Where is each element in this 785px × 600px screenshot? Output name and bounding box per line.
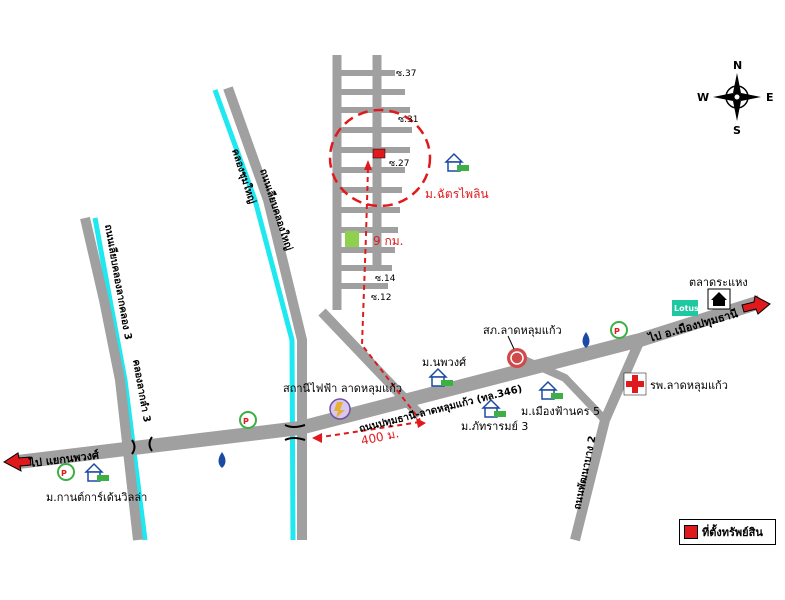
hospital-label: รพ.ลาดหลุมแก้ว <box>650 379 728 392</box>
compass-rose: N S E W <box>697 59 774 137</box>
mu-kanta-label: ม.กานต์การ์เด้นวิลล่า <box>46 491 147 504</box>
arrow-to-phuang <box>3 452 32 472</box>
canal-right <box>212 89 296 541</box>
power-station-icon <box>329 398 351 420</box>
market-icon <box>707 288 731 310</box>
mu-phatharam-label: ม.ภัทรารมย์ 3 <box>461 420 528 433</box>
property-area-circle <box>328 108 432 208</box>
gas-drop-icon <box>218 332 590 468</box>
distance-9km: 9 กม. <box>373 234 403 248</box>
bridge-right <box>284 424 306 441</box>
soi-12-label: ซ.12 <box>371 293 391 303</box>
compass-w: W <box>697 91 709 104</box>
legend-label: ที่ตั้งทรัพย์สิน <box>702 526 763 539</box>
canal-left <box>92 217 148 541</box>
compass-n: N <box>733 59 742 72</box>
soi-37-label: ซ.37 <box>396 69 416 79</box>
svg-text:P: P <box>61 469 67 478</box>
route-arrow-right <box>416 418 426 428</box>
property-marker <box>372 148 386 159</box>
route-arrow-left <box>312 433 322 443</box>
compass-e: E <box>766 91 774 104</box>
mu-chat-label: ม.ฉัตรไพลิน <box>425 187 489 201</box>
left-canal-name: คลองลากลำ 3 <box>130 358 153 423</box>
svg-text:P: P <box>614 327 620 336</box>
svg-text:P: P <box>243 417 249 426</box>
lotus-store-icon: Lotus <box>672 300 699 316</box>
soi-31-label: ซ.31 <box>398 115 418 125</box>
legend-swatch <box>684 525 698 539</box>
market-label: ตลาดระแหง <box>689 276 748 289</box>
bridge-left <box>131 436 153 455</box>
mu-mueang-label: ม.เมืองฟ้านคร 5 <box>521 405 600 418</box>
route-arrow-up <box>364 160 372 170</box>
legend-box: ที่ตั้งทรัพย์สิน <box>679 519 776 545</box>
hospital-icon <box>623 372 647 396</box>
pt-logo-icon: P P P <box>57 321 628 481</box>
mu-nopphawong-label: ม.นพวงศ์ <box>422 356 466 369</box>
power-station-label: สถานีไฟฟ้า ลาดหลุมแก้ว <box>283 382 402 395</box>
soi-27-label: ซ.27 <box>389 159 409 169</box>
police-station-icon <box>507 335 527 368</box>
house-icon <box>84 152 563 482</box>
compass-s: S <box>733 124 741 137</box>
soi-14-label: ซ.14 <box>375 274 396 284</box>
police-label: สภ.ลาดหลุมแก้ว <box>483 324 562 337</box>
lotus-label: Lotus <box>674 304 699 313</box>
arrow-to-pathum <box>741 295 771 315</box>
park-area <box>345 231 359 247</box>
